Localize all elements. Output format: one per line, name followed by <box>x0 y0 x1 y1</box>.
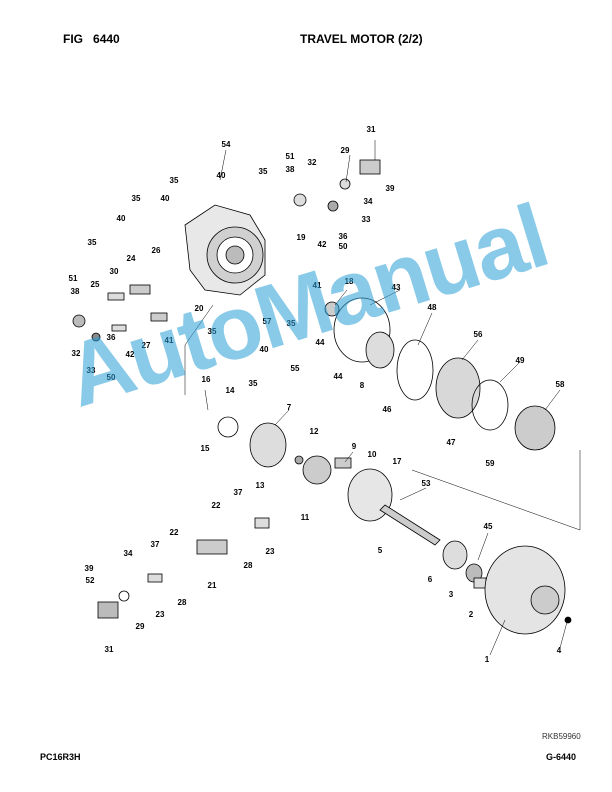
part-callout-44: 44 <box>316 338 325 347</box>
cylinder-block <box>217 416 393 522</box>
part-callout-39: 39 <box>386 184 395 193</box>
part-callout-35: 35 <box>88 238 97 247</box>
part-callout-35: 35 <box>287 319 296 328</box>
part-callout-42: 42 <box>126 350 135 359</box>
part-callout-23: 23 <box>156 610 165 619</box>
part-callout-23: 23 <box>266 547 275 556</box>
part-callout-38: 38 <box>71 287 80 296</box>
part-callout-14: 14 <box>226 386 235 395</box>
part-callout-24: 24 <box>127 254 136 263</box>
part-callout-57: 57 <box>263 317 272 326</box>
part-callout-54: 54 <box>222 140 231 149</box>
part-callout-41: 41 <box>165 336 174 345</box>
part-callout-48: 48 <box>428 303 437 312</box>
part-callout-26: 26 <box>152 246 161 255</box>
part-callout-27: 27 <box>142 341 151 350</box>
part-callout-25: 25 <box>91 280 100 289</box>
part-callout-31: 31 <box>105 645 114 654</box>
part-callout-29: 29 <box>341 146 350 155</box>
valve-parts-left <box>72 284 168 342</box>
part-callout-32: 32 <box>308 158 317 167</box>
part-callout-20: 20 <box>195 304 204 313</box>
part-callout-59: 59 <box>486 459 495 468</box>
motor-housing-drawing <box>184 204 266 296</box>
cap-parts-top-right <box>293 159 381 212</box>
part-callout-53: 53 <box>422 479 431 488</box>
part-callout-51: 51 <box>286 152 295 161</box>
part-callout-35: 35 <box>208 327 217 336</box>
part-callout-58: 58 <box>556 380 565 389</box>
part-callout-43: 43 <box>392 283 401 292</box>
part-callout-35: 35 <box>132 194 141 203</box>
part-callout-55: 55 <box>291 364 300 373</box>
part-callout-37: 37 <box>234 488 243 497</box>
part-callout-45: 45 <box>484 522 493 531</box>
part-callout-17: 17 <box>393 457 402 466</box>
part-callout-9: 9 <box>352 442 357 451</box>
page-title: TRAVEL MOTOR (2/2) <box>300 32 423 46</box>
part-callout-50: 50 <box>339 242 348 251</box>
part-callout-3: 3 <box>449 590 454 599</box>
part-callout-22: 22 <box>212 501 221 510</box>
part-callout-37: 37 <box>151 540 160 549</box>
part-callout-40: 40 <box>161 194 170 203</box>
part-callout-22: 22 <box>170 528 179 537</box>
part-callout-52: 52 <box>86 576 95 585</box>
part-callout-13: 13 <box>256 481 265 490</box>
part-callout-6: 6 <box>428 575 433 584</box>
part-callout-4: 4 <box>557 646 562 655</box>
fig-label: FIG 6440 <box>63 32 120 46</box>
part-callout-19: 19 <box>297 233 306 242</box>
part-callout-18: 18 <box>345 277 354 286</box>
part-callout-21: 21 <box>208 581 217 590</box>
spool-valve <box>97 517 270 619</box>
part-callout-12: 12 <box>310 427 319 436</box>
page-number-footer: G-6440 <box>546 752 577 762</box>
part-callout-35: 35 <box>249 379 258 388</box>
part-callout-49: 49 <box>516 356 525 365</box>
part-callout-36: 36 <box>107 333 116 342</box>
part-callout-35: 35 <box>259 167 268 176</box>
part-callout-42: 42 <box>318 240 327 249</box>
part-callout-33: 33 <box>362 215 371 224</box>
part-callout-46: 46 <box>383 405 392 414</box>
part-callout-31: 31 <box>367 125 376 134</box>
part-callout-30: 30 <box>110 267 119 276</box>
part-callout-39: 39 <box>85 564 94 573</box>
part-callout-5: 5 <box>378 546 383 555</box>
part-callout-38: 38 <box>286 165 295 174</box>
part-callout-44: 44 <box>334 372 343 381</box>
part-callout-41: 41 <box>313 281 322 290</box>
part-callout-47: 47 <box>447 438 456 447</box>
part-callout-16: 16 <box>202 375 211 384</box>
part-callout-7: 7 <box>287 403 292 412</box>
model-footer: PC16R3H <box>40 752 81 762</box>
part-callout-35: 35 <box>170 176 179 185</box>
shaft-assembly <box>379 504 572 635</box>
part-callout-34: 34 <box>364 197 373 206</box>
part-callout-34: 34 <box>124 549 133 558</box>
part-callout-28: 28 <box>244 561 253 570</box>
part-callout-10: 10 <box>368 450 377 459</box>
part-callout-32: 32 <box>72 349 81 358</box>
part-callout-51: 51 <box>69 274 78 283</box>
part-callout-50: 50 <box>107 373 116 382</box>
drawing-reference: RKB59960 <box>542 732 581 741</box>
leader-lines <box>184 140 581 656</box>
part-callout-11: 11 <box>301 513 310 522</box>
part-callout-56: 56 <box>474 330 483 339</box>
part-callout-2: 2 <box>469 610 474 619</box>
part-callout-8: 8 <box>360 381 365 390</box>
part-callout-1: 1 <box>485 655 490 664</box>
part-callout-15: 15 <box>201 444 210 453</box>
part-callout-40: 40 <box>217 171 226 180</box>
seal-rings <box>324 297 556 451</box>
part-callout-33: 33 <box>87 366 96 375</box>
part-callout-29: 29 <box>136 622 145 631</box>
part-callout-40: 40 <box>260 345 269 354</box>
part-callout-40: 40 <box>117 214 126 223</box>
part-callout-36: 36 <box>339 232 348 241</box>
part-callout-28: 28 <box>178 598 187 607</box>
